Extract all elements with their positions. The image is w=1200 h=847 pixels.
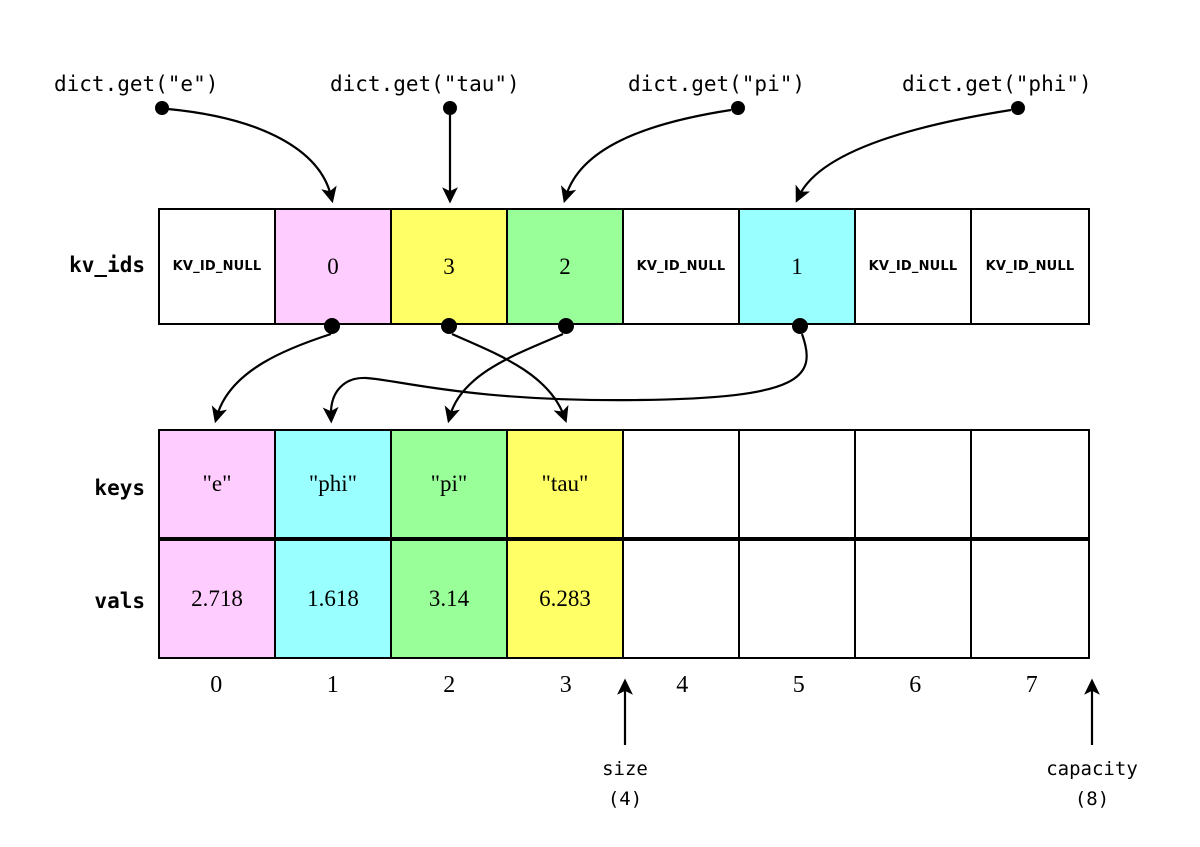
kv-ids-cell-0-text: KV_ID_NULL — [172, 259, 262, 274]
vals-cell-5 — [740, 541, 856, 657]
kv-ids-cell-6: KV_ID_NULL — [856, 210, 972, 323]
keys-cell-0: "e" — [160, 431, 276, 537]
kv-ids-cell-2-text: 3 — [443, 253, 455, 279]
size-annotation-label: size — [602, 758, 648, 780]
size-annotation-value: (4) — [607, 788, 643, 810]
index-axis: 0 1 2 3 4 5 6 7 — [158, 672, 1090, 712]
index-label-4: 4 — [676, 672, 689, 698]
vals-cell-6 — [856, 541, 972, 657]
vals-cell-2-text: 3.14 — [428, 586, 470, 611]
kv-ids-cell-7: KV_ID_NULL — [972, 210, 1088, 323]
capacity-annotation-value: (8) — [1074, 788, 1110, 810]
call-label-tau: dict.get("tau") — [330, 72, 520, 96]
index-label-1: 1 — [326, 672, 339, 698]
index-label-5: 5 — [792, 672, 805, 698]
vals-cell-1: 1.618 — [276, 541, 392, 657]
vals-array: 2.718 1.618 3.14 6.283 — [158, 539, 1090, 659]
keys-cell-1-text: "phi" — [308, 471, 358, 496]
row-label-kv-ids: kv_ids — [69, 253, 145, 277]
keys-cell-5 — [740, 431, 856, 537]
vals-cell-0-text: 2.718 — [191, 586, 243, 611]
kv-ids-cell-0: KV_ID_NULL — [160, 210, 276, 323]
connector-get-tau — [442, 101, 458, 204]
connector-kvid2-to-keys2 — [444, 318, 574, 424]
kv-ids-cell-6-text: KV_ID_NULL — [868, 259, 958, 274]
vals-cell-3: 6.283 — [508, 541, 624, 657]
kv-ids-array: KV_ID_NULL 0 3 2 KV_ID_NULL 1 KV_ID_NULL KV_ID_… — [158, 208, 1090, 325]
index-label-2: 2 — [443, 672, 456, 698]
row-label-keys: keys — [94, 476, 145, 500]
connector-get-pi — [560, 101, 745, 204]
connector-kvid3-to-keys3 — [441, 318, 569, 424]
vals-cell-1-text: 1.618 — [307, 586, 359, 611]
keys-cell-3: "tau" — [508, 431, 624, 537]
call-label-phi: dict.get("phi") — [902, 72, 1092, 96]
connector-kvid1-to-keys1 — [322, 318, 808, 424]
index-label-3: 3 — [559, 672, 572, 698]
keys-cell-2-text: "pi" — [430, 471, 468, 496]
kv-ids-cell-1: 0 — [276, 210, 392, 323]
kv-ids-cell-3-text: 2 — [559, 253, 571, 279]
index-label-0: 0 — [210, 672, 223, 698]
keys-cell-3-text: "tau" — [541, 471, 589, 496]
vals-cell-0: 2.718 — [160, 541, 276, 657]
vals-cell-2: 3.14 — [392, 541, 508, 657]
keys-cell-2: "pi" — [392, 431, 508, 537]
keys-cell-6 — [856, 431, 972, 537]
call-label-pi: dict.get("pi") — [628, 72, 806, 96]
kv-ids-cell-2: 3 — [392, 210, 508, 323]
kv-ids-cell-7-text: KV_ID_NULL — [985, 259, 1075, 274]
capacity-annotation: capacity (8) — [1046, 758, 1138, 810]
kv-ids-cell-4-text: KV_ID_NULL — [636, 259, 726, 274]
keys-cell-4 — [624, 431, 740, 537]
capacity-annotation-label: capacity — [1046, 758, 1138, 780]
vals-cell-7 — [972, 541, 1088, 657]
connector-kvid0-to-keys0 — [211, 318, 340, 424]
keys-array: "e" "phi" "pi" "tau" — [158, 429, 1090, 539]
kv-ids-cell-5-text: 1 — [791, 253, 803, 279]
call-label-e: dict.get("e") — [54, 72, 219, 96]
connector-get-e — [155, 101, 337, 204]
keys-cell-1: "phi" — [276, 431, 392, 537]
connector-get-phi — [795, 101, 1025, 203]
vals-cell-3-text: 6.283 — [539, 586, 591, 611]
kv-ids-cell-5: 1 — [740, 210, 856, 323]
size-annotation: size (4) — [602, 758, 648, 810]
index-label-6: 6 — [909, 672, 922, 698]
vals-cell-4 — [624, 541, 740, 657]
row-label-vals: vals — [94, 589, 145, 613]
keys-cell-0-text: "e" — [202, 471, 232, 496]
index-label-7: 7 — [1025, 672, 1038, 698]
kv-ids-cell-3: 2 — [508, 210, 624, 323]
kv-ids-cell-1-text: 0 — [327, 253, 339, 279]
keys-cell-7 — [972, 431, 1088, 537]
kv-ids-cell-4: KV_ID_NULL — [624, 210, 740, 323]
